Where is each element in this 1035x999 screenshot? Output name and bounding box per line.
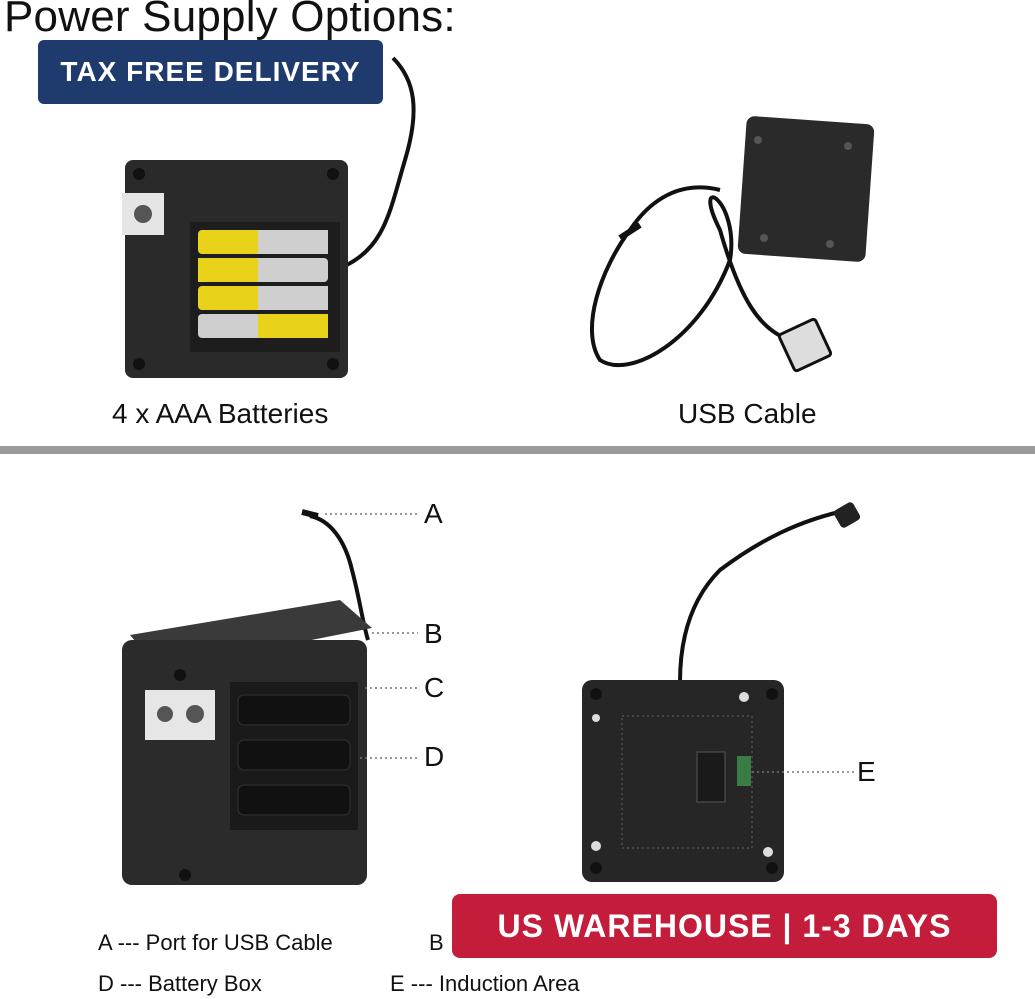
callout-e: E (857, 756, 876, 787)
usb-device-top (590, 116, 875, 373)
legend-e: E --- Induction Area (390, 971, 580, 996)
callout-leaders (325, 513, 855, 773)
battery-device-top (122, 56, 416, 378)
section-divider (0, 446, 1035, 454)
callout-c: C (424, 672, 445, 703)
caption-usb: USB Cable (678, 398, 817, 429)
page-title: Power Supply Options: (4, 0, 456, 41)
battery-device-bottom (122, 509, 372, 885)
tax-free-badge: TAX FREE DELIVERY (38, 40, 383, 104)
callout-d: D (424, 741, 445, 772)
callout-a: A (424, 498, 443, 529)
legend-d: D --- Battery Box (98, 971, 262, 996)
induction-device-bottom (582, 502, 861, 882)
caption-batteries: 4 x AAA Batteries (112, 398, 329, 429)
legend-b: B (429, 930, 444, 955)
callout-b: B (424, 618, 443, 649)
us-warehouse-badge: US WAREHOUSE | 1-3 DAYS (452, 894, 997, 958)
aaa-batteries (198, 230, 328, 338)
legend-a: A --- Port for USB Cable (98, 930, 333, 955)
